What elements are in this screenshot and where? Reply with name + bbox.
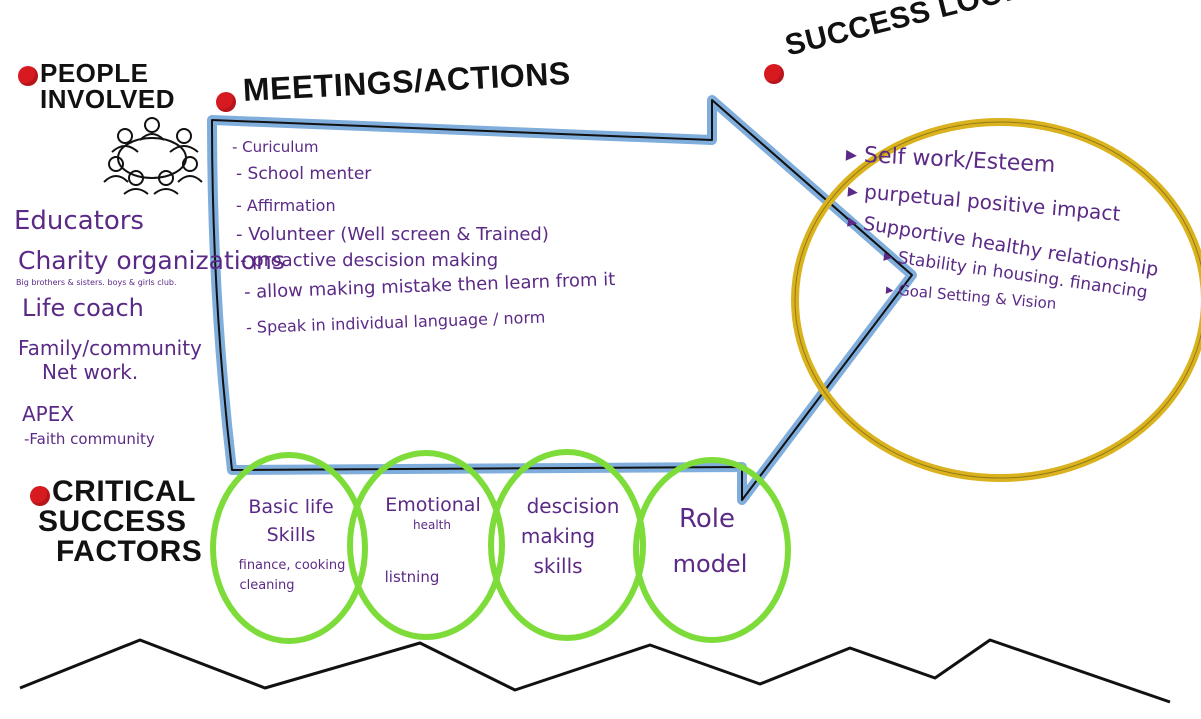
critical-heading-line3: FACTORS — [56, 535, 203, 568]
people-item-charity: Charity organizations — [18, 246, 285, 275]
people-group-icon — [103, 117, 203, 195]
critical-circle-2 — [347, 450, 505, 640]
action-item-3: - Affirmation — [236, 196, 336, 215]
csf-4-line1: Role — [678, 504, 736, 534]
critical-heading-line2: SUCCESS — [38, 505, 187, 538]
csf-3-line2: making — [520, 524, 596, 548]
people-heading-line2: INVOLVED — [40, 84, 175, 114]
csf-2-line1: Emotional — [385, 494, 481, 516]
people-item-apex: APEX — [22, 402, 75, 426]
action-item-5: - proactive descision making — [240, 250, 499, 271]
action-item-4: - Volunteer (Well screen & Trained) — [236, 224, 549, 245]
csf-1-line2: Skills — [266, 524, 316, 546]
csf-3-sub1: skills — [533, 554, 583, 578]
action-item-2: - School menter — [236, 164, 372, 184]
critical-circles — [210, 449, 791, 644]
csf-1-sub1: finance, cooking — [238, 558, 346, 573]
csf-1-line1: Basic life — [248, 496, 334, 518]
people-item-family: Family/community — [18, 336, 202, 360]
critical-circle-3 — [488, 449, 646, 641]
mountain-line — [19, 638, 1171, 704]
csf-1-sub2: cleaning — [239, 578, 295, 593]
csf-2-line2: health — [413, 518, 451, 532]
csf-2-sub1: listning — [384, 568, 440, 586]
action-item-1: - Curiculum — [232, 138, 319, 156]
bullet-success — [764, 64, 784, 84]
people-item-educators: Educators — [14, 206, 144, 236]
action-arrow — [207, 95, 917, 505]
critical-circle-4 — [633, 457, 791, 643]
bullet-people — [18, 66, 38, 86]
people-item-life-coach: Life coach — [22, 294, 144, 322]
people-item-charity-sub: Big brothers & sisters. boys & girls clu… — [16, 278, 177, 287]
bullet-critical — [30, 486, 50, 506]
csf-3-line1: descision — [526, 494, 620, 518]
people-item-network: Net work. — [42, 360, 139, 384]
critical-circle-1 — [210, 452, 368, 644]
people-item-faith: -Faith community — [24, 430, 155, 448]
success-circle — [791, 118, 1201, 482]
critical-heading-line1: CRITICAL — [52, 475, 196, 508]
bullet-meetings — [216, 92, 236, 112]
csf-4-line2: model — [672, 550, 748, 578]
people-heading-line1: PEOPLE — [40, 58, 149, 88]
